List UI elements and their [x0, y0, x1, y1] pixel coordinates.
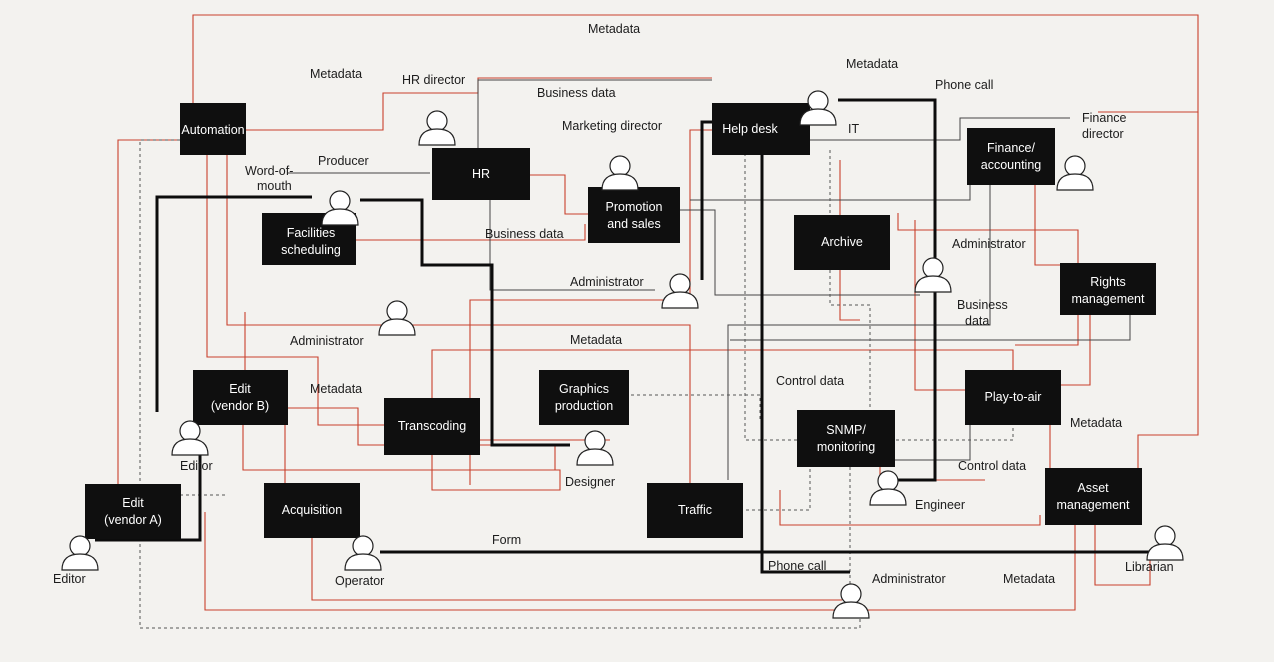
flow-phone-call-top: Phone call [935, 78, 993, 92]
role-administrator-archive: Administrator [952, 237, 1026, 251]
flow-metadata-helpdesk: Metadata [846, 57, 898, 71]
play-to-air-label: Play-to-air [985, 390, 1042, 404]
person-librarian-icon [1146, 525, 1184, 561]
help-desk-box[interactable]: Help desk [712, 103, 810, 155]
role-engineer: Engineer [915, 498, 965, 512]
role-administrator-left: Administrator [290, 334, 364, 348]
snmp-label-2: monitoring [817, 440, 875, 454]
finance-label-1: Finance/ [987, 141, 1035, 155]
transcoding-box[interactable]: Transcoding [384, 398, 480, 455]
graphics-production-box[interactable]: Graphics production [539, 370, 629, 425]
promotion-sales-box[interactable]: Promotion and sales [588, 187, 680, 243]
facilities-label-1: Facilities [287, 226, 336, 240]
transcoding-label: Transcoding [398, 419, 466, 433]
traffic-label: Traffic [678, 503, 712, 517]
edit-vendor-a-box[interactable]: Edit (vendor A) [85, 484, 181, 539]
flow-business-data-top: Business data [537, 86, 616, 100]
acquisition-label: Acquisition [282, 503, 342, 517]
person-marketing-director-icon [601, 155, 639, 191]
rights-label-2: management [1072, 292, 1145, 306]
role-marketing-director: Marketing director [562, 119, 662, 133]
automation-label: Automation [181, 123, 244, 137]
person-administrator-left-icon [378, 300, 416, 336]
flow-word-of-mouth-2: mouth [257, 179, 292, 193]
role-administrator-bottom: Administrator [872, 572, 946, 586]
role-editor-b: Editor [180, 459, 213, 473]
person-helpdesk-icon [799, 90, 837, 126]
person-editor-b-icon [171, 420, 209, 456]
person-hr-director-icon [418, 110, 456, 146]
asset-label-2: management [1057, 498, 1130, 512]
graphics-label-1: Graphics [559, 382, 609, 396]
role-finance-director-2: director [1082, 127, 1124, 141]
person-administrator-bottom-icon [832, 583, 870, 619]
role-hr-director: HR director [402, 73, 465, 87]
facilities-label-2: scheduling [281, 243, 341, 257]
traffic-box[interactable]: Traffic [647, 483, 743, 538]
promotion-label-1: Promotion [606, 200, 663, 214]
person-engineer-icon [869, 470, 907, 506]
help-desk-label: Help desk [722, 122, 778, 136]
edit-vendor-b-box[interactable]: Edit (vendor B) [193, 370, 288, 425]
rights-management-box[interactable]: Rights management [1060, 263, 1156, 315]
edit-b-label-1: Edit [229, 382, 251, 396]
flow-metadata-editb: Metadata [310, 382, 362, 396]
role-producer: Producer [318, 154, 369, 168]
hr-label: HR [472, 167, 490, 181]
person-editor-a-icon [61, 535, 99, 571]
role-librarian: Librarian [1125, 560, 1174, 574]
flow-business-data-right-1: Business [957, 298, 1008, 312]
edit-a-label-1: Edit [122, 496, 144, 510]
graphics-label-2: production [555, 399, 613, 413]
role-operator: Operator [335, 574, 384, 588]
rights-label-1: Rights [1090, 275, 1125, 289]
facilities-scheduling-box[interactable]: Facilities scheduling [262, 213, 356, 265]
person-producer-icon [321, 190, 359, 226]
flow-metadata-bottom: Metadata [1003, 572, 1055, 586]
flow-business-data-mid: Business data [485, 227, 564, 241]
asset-management-box[interactable]: Asset management [1045, 468, 1142, 525]
person-administrator-promo-icon [661, 273, 699, 309]
person-designer-icon [576, 430, 614, 466]
flow-business-data-right-2: data [965, 314, 989, 328]
flow-control-data-mid: Control data [776, 374, 844, 388]
edit-b-label-2: (vendor B) [211, 399, 269, 413]
role-finance-director-1: Finance [1082, 111, 1127, 125]
snmp-label-1: SNMP/ [826, 423, 866, 437]
person-administrator-archive-icon [914, 257, 952, 293]
asset-label-1: Asset [1077, 481, 1109, 495]
acquisition-box[interactable]: Acquisition [264, 483, 360, 538]
play-to-air-box[interactable]: Play-to-air [965, 370, 1061, 425]
flow-metadata-right: Metadata [1070, 416, 1122, 430]
dashed-connections [139, 135, 1014, 629]
role-designer: Designer [565, 475, 615, 489]
snmp-monitoring-box[interactable]: SNMP/ monitoring [797, 410, 895, 467]
automation-box[interactable]: Automation [180, 103, 246, 155]
flow-metadata-left: Metadata [310, 67, 362, 81]
finance-accounting-box[interactable]: Finance/ accounting [967, 128, 1055, 185]
archive-box[interactable]: Archive [794, 215, 890, 270]
thick-connections [95, 98, 1165, 574]
hr-box[interactable]: HR [432, 148, 530, 200]
person-operator-icon [344, 535, 382, 571]
flow-phone-call-bottom: Phone call [768, 559, 826, 573]
flow-control-data-right: Control data [958, 459, 1026, 473]
person-finance-director-icon [1056, 155, 1094, 191]
flow-word-of-mouth-1: Word-of- [245, 164, 293, 178]
finance-label-2: accounting [981, 158, 1042, 172]
flow-metadata-mid: Metadata [570, 333, 622, 347]
flow-it: IT [848, 122, 859, 136]
archive-label: Archive [821, 235, 863, 249]
flow-form: Form [492, 533, 521, 547]
promotion-label-2: and sales [607, 217, 661, 231]
edit-a-label-2: (vendor A) [104, 513, 162, 527]
flow-metadata-top: Metadata [588, 22, 640, 36]
role-administrator-promo: Administrator [570, 275, 644, 289]
role-editor-a: Editor [53, 572, 86, 586]
